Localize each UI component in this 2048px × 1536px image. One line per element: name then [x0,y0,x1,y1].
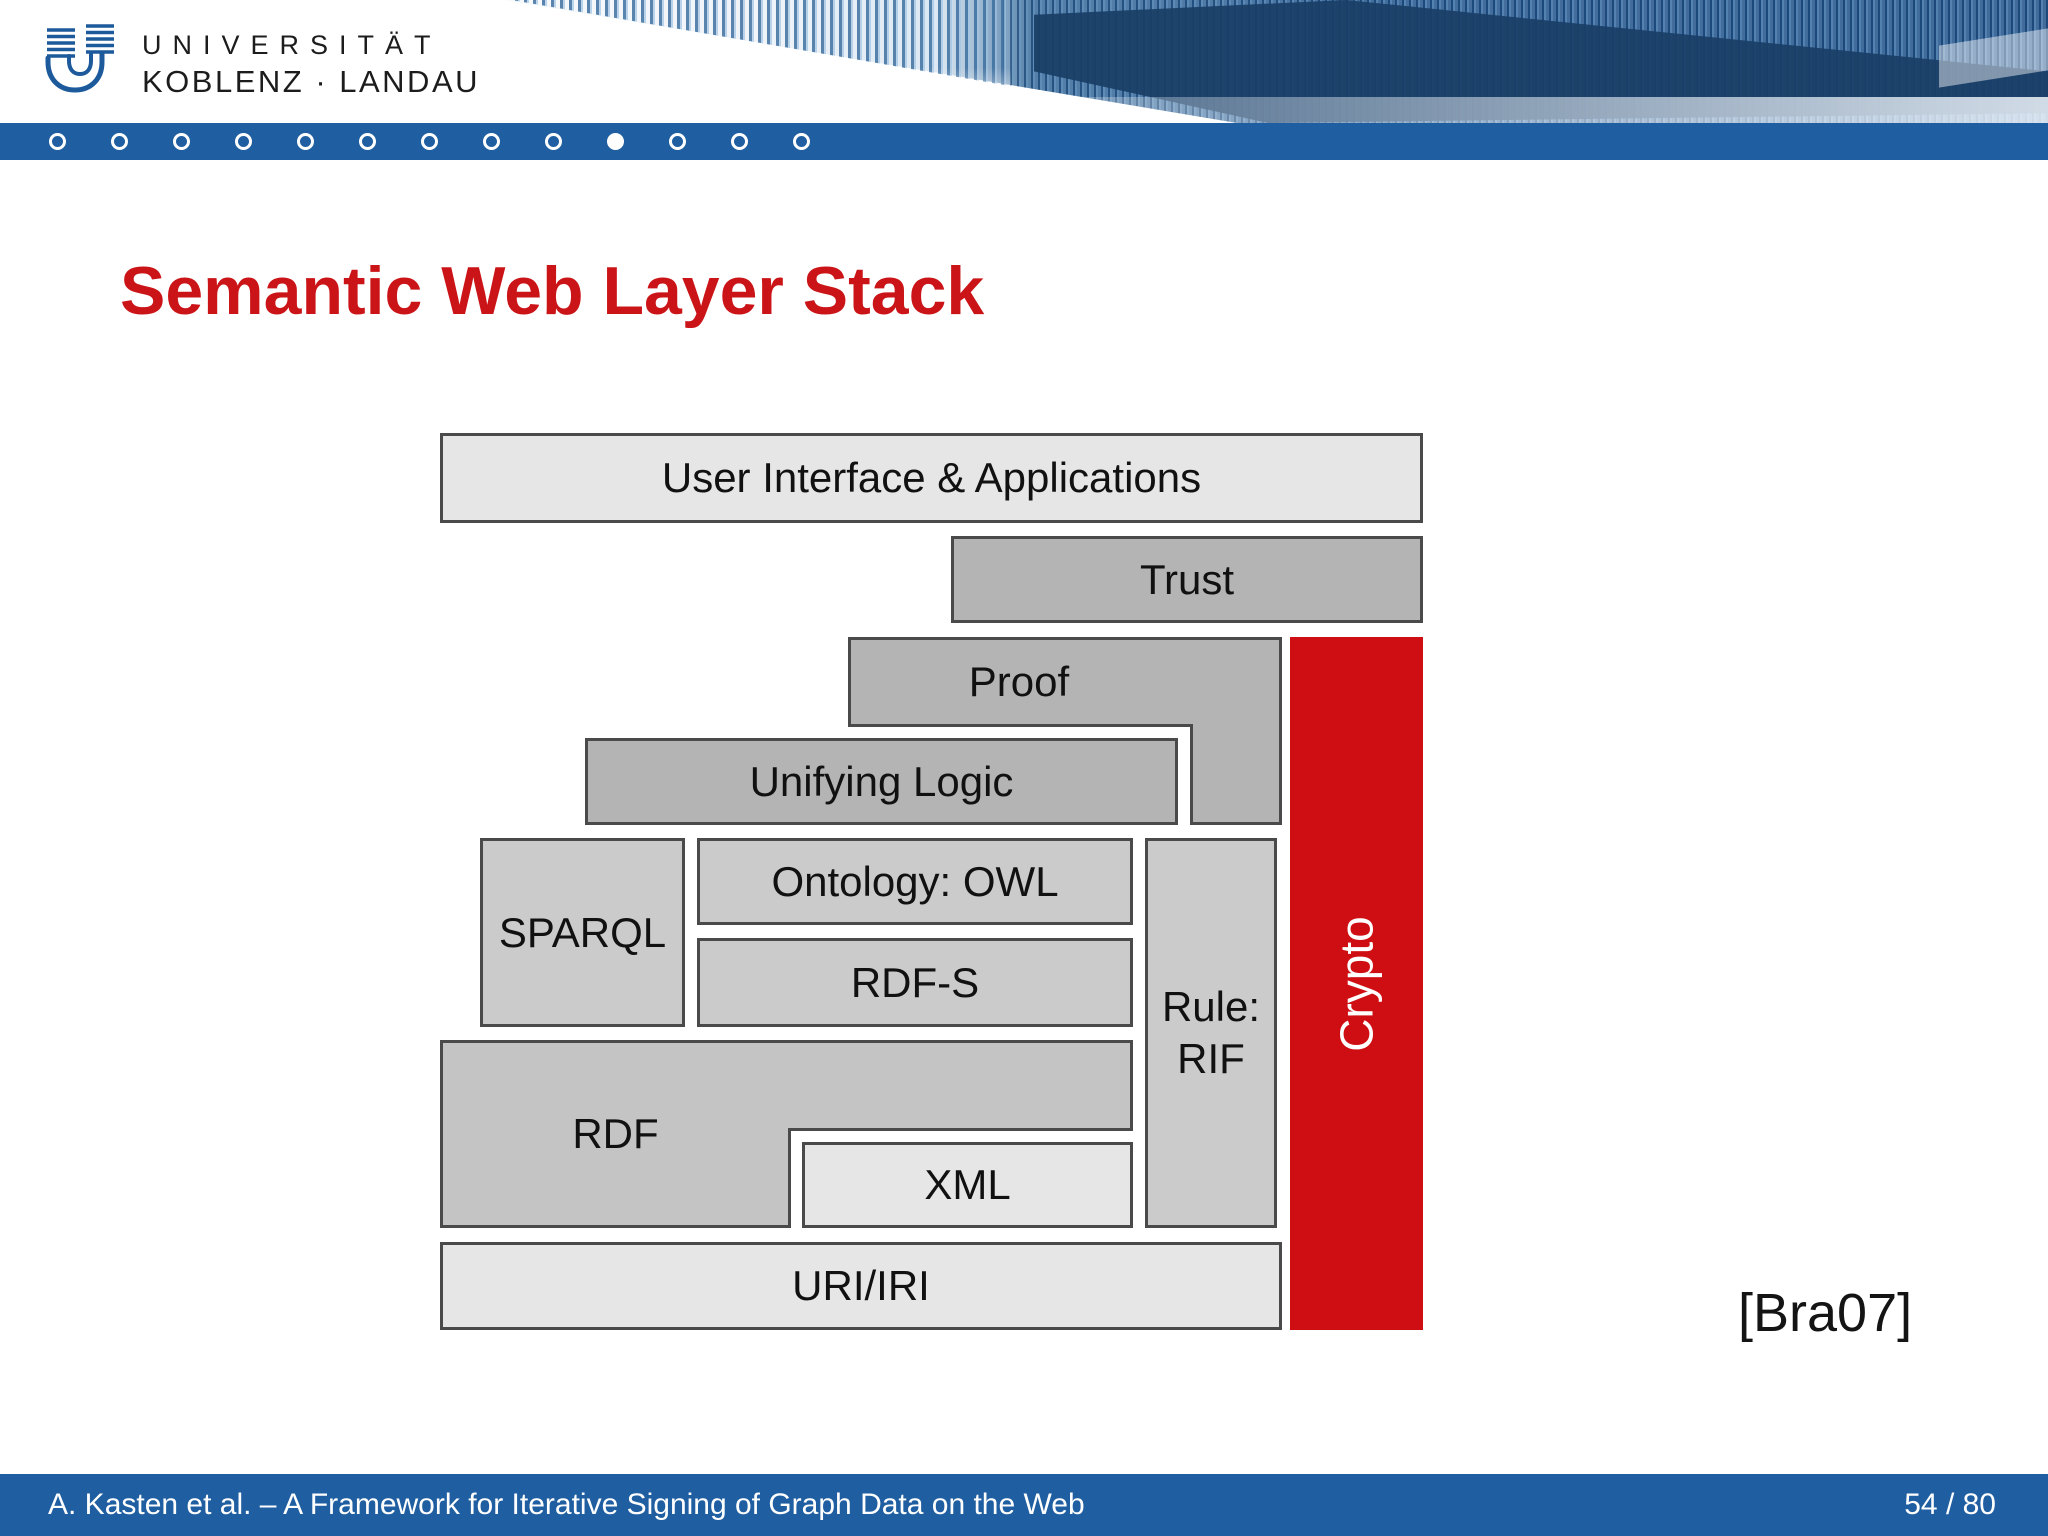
university-logo: UNIVERSITÄT KOBLENZ · LANDAU [42,22,480,100]
progress-dot [483,133,500,150]
logo-line2: KOBLENZ · LANDAU [142,64,481,99]
layer-box-rdf [440,1040,1133,1131]
progress-dot [49,133,66,150]
page-title: Semantic Web Layer Stack [120,253,985,329]
layer-box-proof: Proof [848,637,1282,727]
layer-box-rdf-s: RDF-S [697,938,1133,1027]
layer-label: Unifying Logic [749,757,1014,805]
layer-label: Ontology: OWL [771,857,1059,905]
layer-label-vertical: Crypto [1330,915,1383,1052]
header-banner-image [488,0,2048,123]
progress-dot [173,133,190,150]
progress-dot [545,133,562,150]
progress-dot [421,133,438,150]
layer-box-user-interface-applications: User Interface & Applications [440,433,1423,523]
university-logo-icon [45,24,114,93]
progress-dot [359,133,376,150]
layer-label-line1: Rule: [1161,982,1261,1030]
layer-box-trust: Trust [951,536,1423,623]
layer-label: Proof [968,658,1070,705]
layer-box-unifying-logic: Unifying Logic [585,738,1178,825]
citation: [Bra07] [1738,1283,1913,1343]
progress-dot-active [607,133,624,150]
layer-box-proof-step [1190,724,1282,825]
footer-bar: A. Kasten et al. – A Framework for Itera… [0,1474,2048,1536]
layer-label-line2: RIF [1177,1035,1245,1082]
footer-authors-title: A. Kasten et al. – A Framework for Itera… [48,1488,1085,1521]
layer-label: RDF-S [850,958,980,1006]
university-logo-text: UNIVERSITÄT KOBLENZ · LANDAU [142,22,480,100]
layer-label: URI/IRI [792,1262,930,1309]
logo-line1: UNIVERSITÄT [142,30,442,60]
layer-label: User Interface & Applications [661,454,1202,501]
layer-box-rdf-step [440,1128,791,1228]
progress-dots [0,123,2048,160]
layer-label: Trust [1139,555,1235,603]
layer-box-crypto: Crypto [1290,637,1423,1330]
layer-label: SPARQL [498,908,667,956]
layer-label: XML [924,1161,1011,1208]
progress-dot [731,133,748,150]
layer-label: RDF [572,1110,659,1157]
progress-dot [669,133,686,150]
layer-box-xml: XML [802,1142,1133,1228]
progress-dot [793,133,810,150]
layer-box-ontology-owl: Ontology: OWL [697,838,1133,925]
progress-dot [297,133,314,150]
layer-box-rule-rif: Rule: RIF [1145,838,1277,1228]
footer-page-number: 54 / 80 [1904,1488,1996,1521]
progress-dot [235,133,252,150]
layer-box-sparql: SPARQL [480,838,685,1027]
layer-box-uri-iri: URI/IRI [440,1242,1282,1330]
progress-dot [111,133,128,150]
